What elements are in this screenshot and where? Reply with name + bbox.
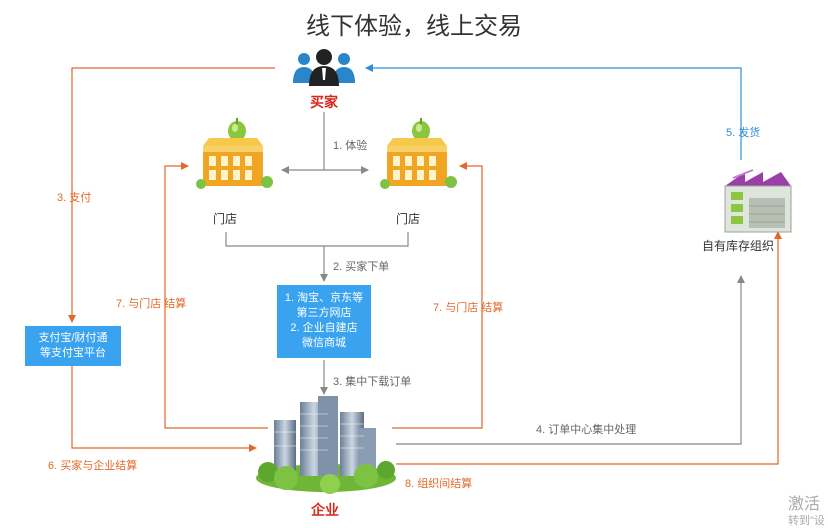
store-icon-right bbox=[380, 118, 457, 189]
store-left-label: 门店 bbox=[213, 212, 238, 226]
store-icon-left bbox=[196, 118, 273, 189]
step-4-label: 4. 订单中心集中处理 bbox=[536, 424, 637, 436]
warehouse-icon bbox=[724, 169, 792, 233]
bracket-order bbox=[225, 232, 409, 247]
warehouse-label: 自有库存组织 bbox=[702, 239, 775, 253]
arrow-pay bbox=[68, 67, 275, 323]
third-party-line3: 2. 企业自建店 bbox=[290, 322, 358, 334]
enterprise-label: 企业 bbox=[311, 502, 339, 518]
payment-platform-box: 支付宝/财付通 等支付宝平台 bbox=[25, 326, 121, 366]
step-7-left-label: 7. 与门店 结算 bbox=[116, 298, 187, 310]
store-right-label: 门店 bbox=[396, 212, 421, 226]
step-2-label: 2. 买家下单 bbox=[333, 261, 390, 273]
arrow-settle-store-right bbox=[392, 162, 483, 429]
third-party-stores-box: 1. 淘宝、京东等 第三方网店 2. 企业自建店 微信商城 bbox=[277, 285, 371, 358]
payment-line1: 支付宝/财付通 bbox=[38, 332, 108, 344]
arrow-ship bbox=[365, 64, 742, 160]
third-party-line1: 1. 淘宝、京东等 bbox=[284, 292, 364, 304]
arrow-order-center bbox=[396, 275, 745, 445]
third-party-line4: 微信商城 bbox=[302, 337, 346, 349]
step-8-label: 8. 组织间结算 bbox=[405, 478, 473, 490]
step-7-right-label: 7. 与门店 结算 bbox=[433, 302, 504, 314]
enterprise-building-icon bbox=[256, 396, 396, 494]
step-1-label: 1. 体验 bbox=[333, 140, 368, 152]
watermark-line2: 转到"设 bbox=[788, 515, 825, 527]
page-title: 线下体验，线上交易 bbox=[306, 13, 522, 40]
arrow-settle-store-left bbox=[164, 162, 268, 429]
step-6-label: 6. 买家与企业结算 bbox=[48, 460, 138, 472]
third-party-line2: 第三方网店 bbox=[296, 307, 352, 319]
step-3-download-label: 3. 集中下载订单 bbox=[333, 376, 412, 388]
step-5-label: 5. 发货 bbox=[726, 127, 761, 139]
watermark-line1: 激活 bbox=[788, 496, 821, 513]
buyer-label: 买家 bbox=[310, 94, 338, 110]
buyers-icon bbox=[293, 49, 355, 86]
step-3-pay-label: 3. 支付 bbox=[57, 192, 92, 204]
arrow-settle-buyer bbox=[71, 366, 257, 452]
payment-line2: 等支付宝平台 bbox=[40, 347, 106, 359]
arrow-org-settle bbox=[396, 231, 782, 465]
